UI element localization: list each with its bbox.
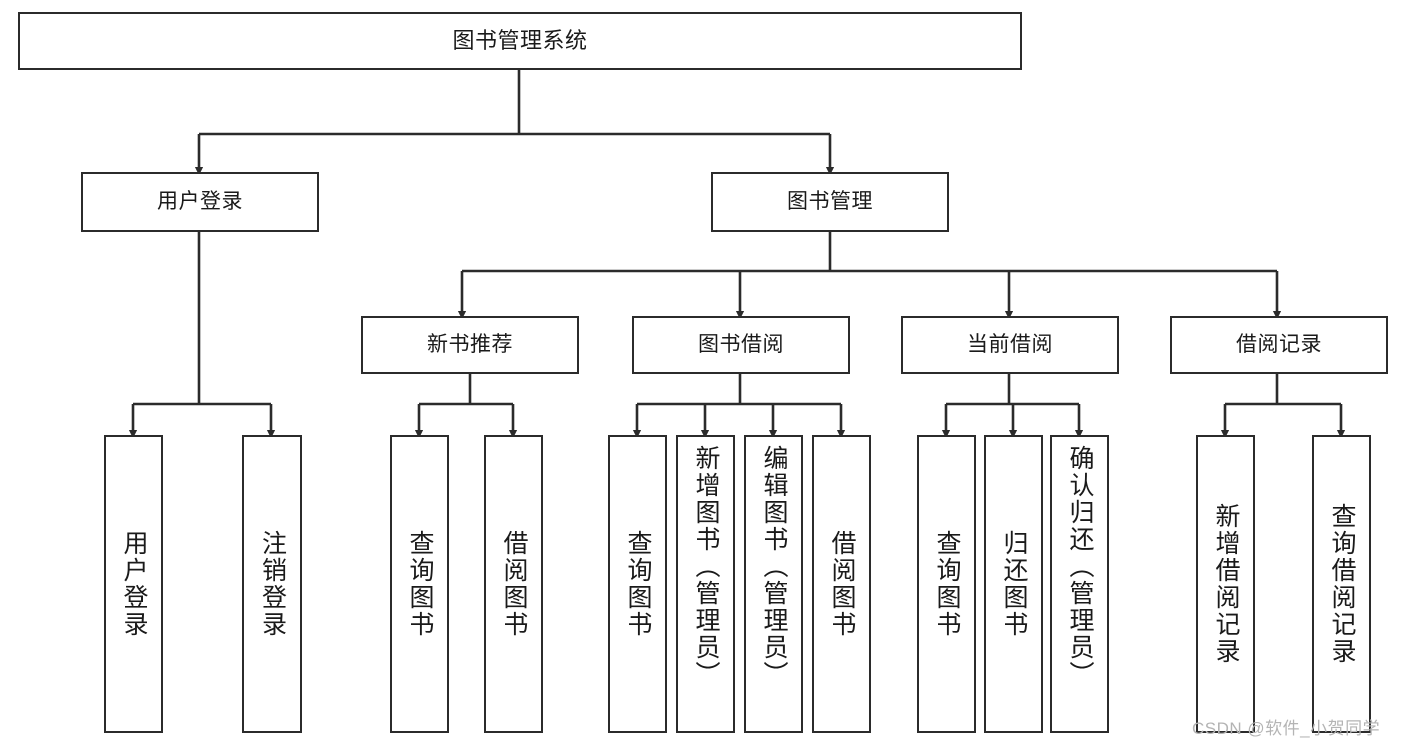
node-root[interactable]: 图书管理系统 [18,12,1022,70]
node-leaf-query-book-2[interactable]: 查询图书 [608,435,667,733]
node-leaf-user-login[interactable]: 用户登录 [104,435,163,733]
node-leaf-query-book-3-label: 查询图书 [933,530,961,638]
node-leaf-add-record-label: 新增借阅记录 [1212,503,1240,665]
node-leaf-query-book-2-label: 查询图书 [624,530,652,638]
node-leaf-borrow-book-1-label: 借阅图书 [500,530,528,638]
node-newbook-label: 新书推荐 [427,332,513,356]
node-leaf-borrow-book-1[interactable]: 借阅图书 [484,435,543,733]
node-leaf-query-book-1[interactable]: 查询图书 [390,435,449,733]
node-leaf-query-book-3[interactable]: 查询图书 [917,435,976,733]
node-records-label: 借阅记录 [1236,332,1322,356]
node-borrow-label: 图书借阅 [698,332,784,356]
node-newbook[interactable]: 新书推荐 [361,316,579,374]
node-leaf-return-book-label: 归还图书 [1000,530,1028,638]
node-leaf-query-record[interactable]: 查询借阅记录 [1312,435,1371,733]
node-leaf-query-record-label: 查询借阅记录 [1328,503,1356,665]
node-leaf-add-book-label: 新增图书（管理员） [692,445,720,688]
node-leaf-user-logout-label: 注销登录 [258,530,287,638]
csdn-watermark: CSDN @软件_小贺同学 [1192,719,1381,738]
node-leaf-confirm-return-label: 确认归还（管理员） [1066,445,1094,688]
node-root-label: 图书管理系统 [452,28,588,54]
node-leaf-add-record[interactable]: 新增借阅记录 [1196,435,1255,733]
node-leaf-add-book[interactable]: 新增图书（管理员） [676,435,735,733]
node-leaf-query-book-1-label: 查询图书 [406,530,434,638]
node-leaf-edit-book[interactable]: 编辑图书（管理员） [744,435,803,733]
node-leaf-borrow-book-2[interactable]: 借阅图书 [812,435,871,733]
node-leaf-user-login-label: 用户登录 [120,530,148,638]
node-login[interactable]: 用户登录 [81,172,319,232]
node-leaf-return-book[interactable]: 归还图书 [984,435,1043,733]
node-leaf-confirm-return[interactable]: 确认归还（管理员） [1050,435,1109,733]
node-bookmgmt-label: 图书管理 [787,189,873,213]
node-leaf-user-logout[interactable]: 注销登录 [242,435,302,733]
node-current[interactable]: 当前借阅 [901,316,1119,374]
node-leaf-edit-book-label: 编辑图书（管理员） [760,445,788,688]
node-bookmgmt[interactable]: 图书管理 [711,172,949,232]
node-borrow[interactable]: 图书借阅 [632,316,850,374]
node-login-label: 用户登录 [157,189,243,213]
node-records[interactable]: 借阅记录 [1170,316,1388,374]
node-leaf-borrow-book-2-label: 借阅图书 [828,530,856,638]
node-current-label: 当前借阅 [967,332,1053,356]
